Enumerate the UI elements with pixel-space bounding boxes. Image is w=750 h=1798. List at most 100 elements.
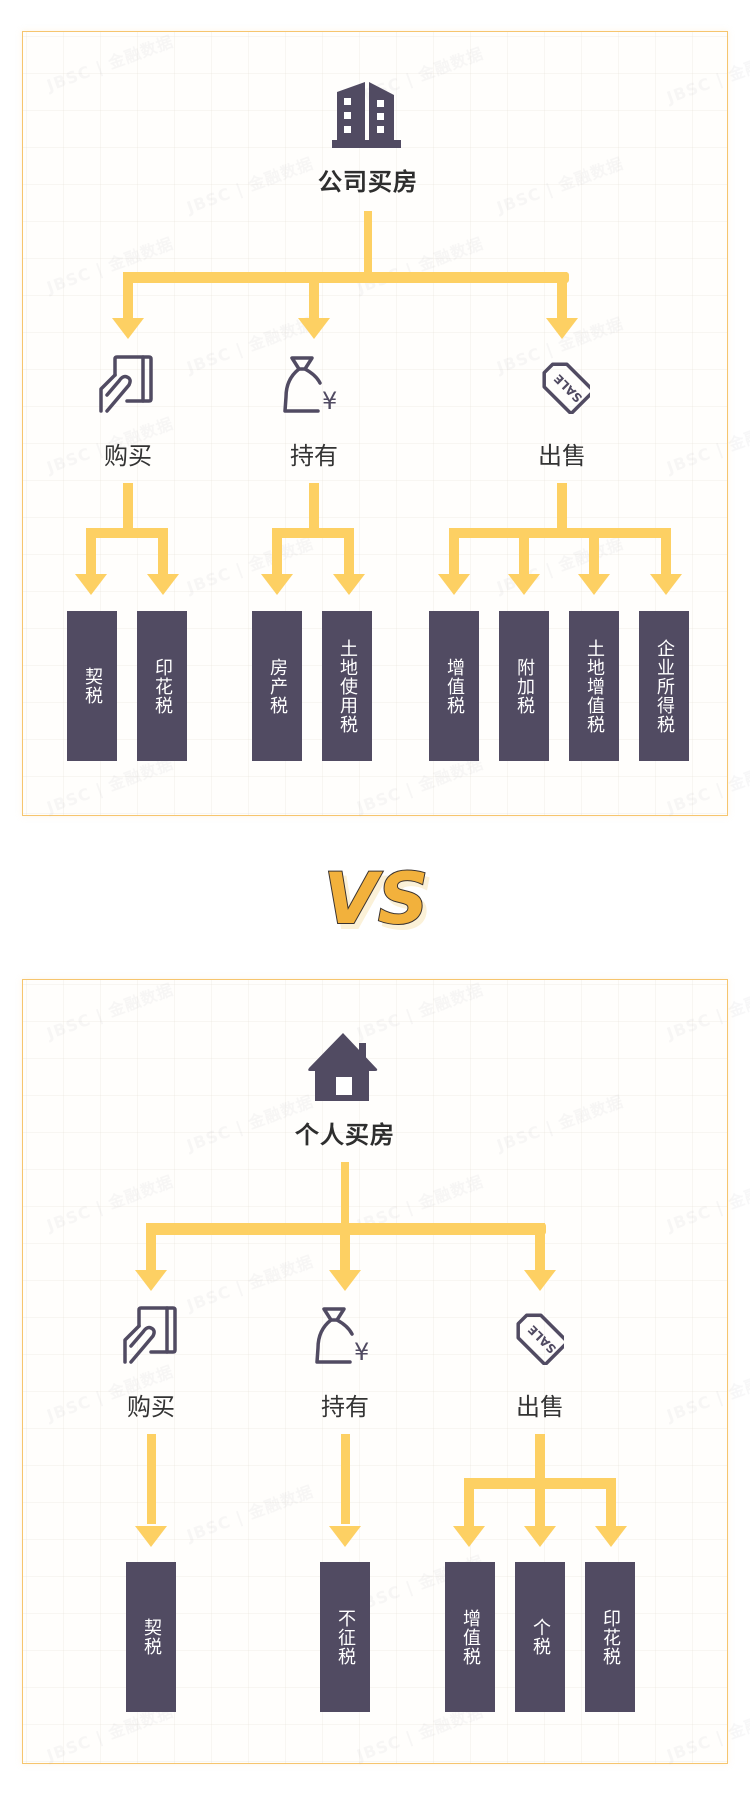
stage-label-hold: 持有 [321,1393,369,1421]
tax-label: 契税 [82,667,103,705]
watermark: JBSC | 金融数据 [664,413,750,478]
connector-line [364,211,372,283]
connector-line [86,528,168,538]
watermark: JBSC | 金融数据 [664,1361,750,1426]
tax-label: 增值税 [444,657,465,715]
tax-box: 房产税 [252,611,302,761]
hand-card-payment-icon [99,355,153,413]
tax-label: 印花税 [152,657,173,715]
tax-box: 增值税 [445,1562,495,1712]
tax-label: 增值税 [460,1608,481,1666]
watermark: JBSC | 金融数据 [184,1481,317,1546]
connector-line [449,528,671,538]
arrow-down-icon [112,318,144,339]
arrow-down-icon [333,574,365,595]
stage-label-buy: 购买 [104,442,152,470]
arrow-down-icon [438,574,470,595]
connector-line [124,272,569,283]
stage-label-hold: 持有 [290,442,338,470]
arrow-down-icon [578,574,610,595]
connector-line [557,483,567,531]
connector-line [606,1478,616,1526]
watermark: JBSC | 金融数据 [664,979,750,1044]
stage-label-sell: 出售 [516,1393,564,1421]
tax-label: 印花税 [600,1608,621,1666]
watermark: JBSC | 金融数据 [44,31,177,96]
arrow-down-icon [261,574,293,595]
arrow-down-icon [147,574,179,595]
connector-line [535,1478,545,1526]
connector-line [464,1478,474,1526]
tax-box: 企业所得税 [639,611,689,761]
connector-line [309,483,319,531]
watermark: JBSC | 金融数据 [184,533,317,598]
connector-line [86,528,96,576]
tax-box: 契税 [126,1562,176,1712]
arrow-down-icon [135,1270,167,1291]
arrow-down-icon [75,574,107,595]
house-icon [308,1033,378,1101]
svg-text:VS: VS [324,858,429,936]
connector-line [309,272,319,320]
tax-label: 附加税 [514,657,535,715]
stage-label-buy: 购买 [127,1393,175,1421]
arrow-down-icon [453,1526,485,1547]
arrow-down-icon [524,1270,556,1291]
connector-line [344,528,354,576]
tax-box: 土地增值税 [569,611,619,761]
tax-box: 契税 [67,611,117,761]
arrow-down-icon [595,1526,627,1547]
watermark: JBSC | 金融数据 [664,43,750,108]
arrow-down-icon [298,318,330,339]
connector-line [341,1162,349,1234]
arrow-down-icon [329,1270,361,1291]
tax-label: 个税 [530,1618,551,1656]
tax-box: 不征税 [320,1562,370,1712]
tax-label: 不征税 [335,1608,356,1666]
sale-tag-icon: SALE [542,362,590,414]
connector-line [272,528,282,576]
individual-title: 个人买房 [295,1121,395,1149]
watermark: JBSC | 金融数据 [664,1701,750,1766]
connector-line [557,272,567,320]
tax-label: 企业所得税 [654,638,675,734]
tax-box: 土地使用税 [322,611,372,761]
sale-tag-icon: SALE [516,1313,564,1365]
tax-label: 土地增值税 [584,638,605,734]
connector-line [272,528,354,538]
watermark: JBSC | 金融数据 [494,1091,627,1156]
connector-line [146,1223,156,1273]
tax-box: 印花税 [585,1562,635,1712]
connector-line [158,528,168,576]
office-building-icon [332,82,401,148]
arrow-down-icon [135,1526,167,1547]
watermark: JBSC | 金融数据 [494,153,627,218]
tax-box: 增值税 [429,611,479,761]
tax-box: 个税 [515,1562,565,1712]
connector-line [535,1434,545,1482]
connector-line [589,528,599,576]
arrow-down-icon [524,1526,556,1547]
hand-card-payment-icon [123,1306,177,1364]
tax-label: 契税 [141,1618,162,1656]
stage-label-sell: 出售 [538,442,586,470]
tax-box: 附加税 [499,611,549,761]
connector-line [147,1434,156,1524]
connector-line [535,1223,545,1273]
watermark: JBSC | 金融数据 [44,233,177,298]
money-bag-yuan-icon: ¥ [283,356,337,415]
tax-label: 土地使用税 [337,638,358,734]
connector-line [123,483,133,531]
vs-badge: VS VS [323,857,434,936]
arrow-down-icon [508,574,540,595]
money-bag-yuan-icon: ¥ [315,1307,369,1366]
company-title: 公司买房 [318,168,418,196]
watermark: JBSC | 金融数据 [184,1251,317,1316]
watermark: JBSC | 金融数据 [664,1171,750,1236]
connector-line [123,272,133,320]
watermark: JBSC | 金融数据 [354,233,487,298]
svg-text:¥: ¥ [354,1338,369,1366]
connector-line [519,528,529,576]
arrow-down-icon [329,1526,361,1547]
svg-text:VS: VS [328,863,433,936]
